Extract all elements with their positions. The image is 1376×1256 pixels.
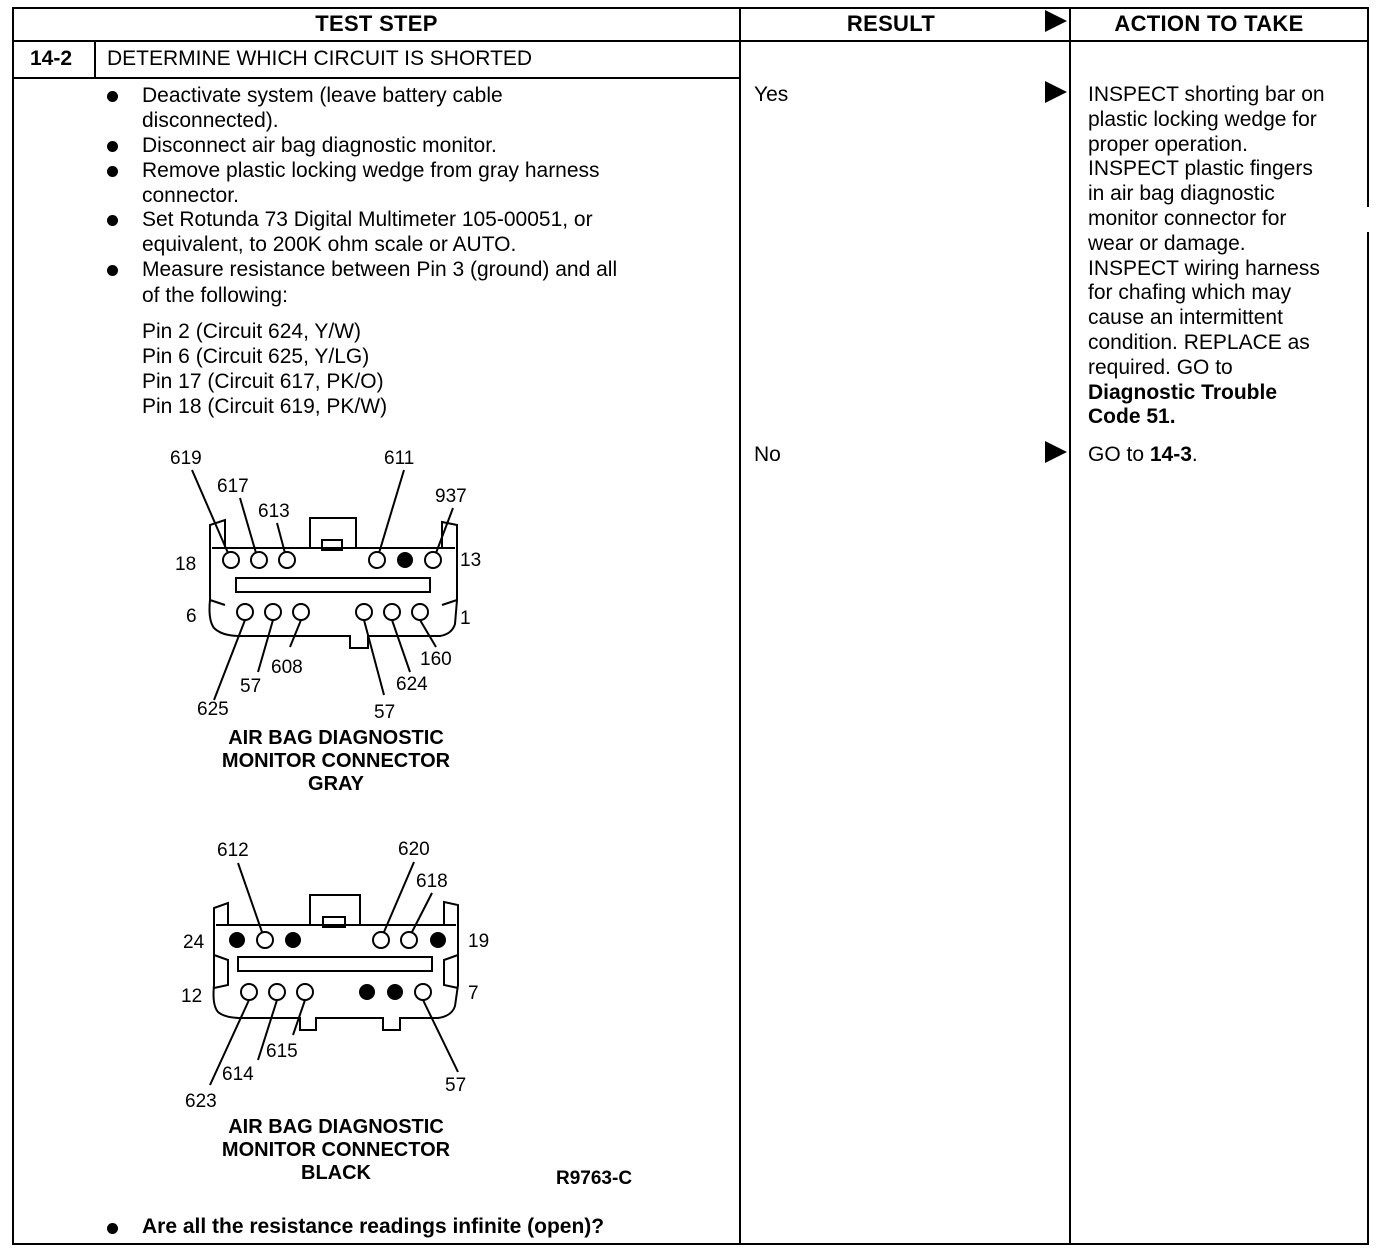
figure-id: R9763-C (556, 1168, 633, 1189)
gray-label-57b: 57 (374, 702, 395, 723)
black-connector-diagram: 612 620 618 24 19 12 7 623 614 615 57 (181, 839, 489, 1112)
gray-label-625: 625 (197, 699, 229, 720)
caption-line: GRAY (308, 773, 364, 795)
black-label-57: 57 (445, 1075, 466, 1096)
action-line: plastic locking wedge for (1088, 107, 1317, 131)
action-line: condition. REPLACE as (1088, 330, 1310, 354)
column-divider-action (1069, 7, 1071, 1245)
action-link-line: Code 51. (1088, 405, 1325, 430)
black-label-pin-7: 7 (468, 983, 479, 1004)
result-yes: Yes (754, 83, 789, 106)
action-line: INSPECT wiring harness (1088, 256, 1320, 280)
action-line: for chafing which may (1088, 281, 1292, 305)
instruction-2: Disconnect air bag diagnostic monitor. (142, 134, 497, 157)
header-arrow-icon (1045, 10, 1067, 32)
table-border-right-lower (1367, 232, 1369, 1245)
caption-line: MONITOR CONNECTOR (221, 750, 451, 772)
step-number: 14-2 (30, 47, 73, 70)
instruction-4-line-1: Set Rotunda 73 Digital Multimeter 105-00… (142, 208, 593, 231)
gray-connector-diagram: 619 617 613 611 937 18 13 6 1 625 57 608… (170, 448, 481, 723)
action-link-period: . (1169, 405, 1176, 429)
bullet-icon (107, 91, 118, 102)
action-no-step: 14-3 (1149, 443, 1192, 466)
black-label-615: 615 (266, 1041, 298, 1062)
caption-line: BLACK (301, 1162, 371, 1184)
pin-item: Pin 18 (Circuit 619, PK/W) (142, 395, 388, 418)
action-no: GO to 14-3. (1088, 443, 1198, 468)
instruction-1-line-1: Deactivate system (leave battery cable (142, 84, 503, 107)
action-line: in air bag diagnostic (1088, 182, 1275, 206)
result-yes-arrow-icon (1045, 81, 1067, 103)
black-label-pin-12: 12 (181, 986, 202, 1007)
gray-label-pin-1: 1 (460, 608, 471, 629)
column-divider-result (739, 7, 741, 1245)
bullet-icon (107, 215, 118, 226)
gray-label-pin-13: 13 (460, 550, 481, 571)
table-border-right (1367, 7, 1369, 207)
black-connector-caption: AIR BAG DIAGNOSTIC MONITOR CONNECTOR BLA… (186, 1116, 486, 1185)
gray-label-pin-6: 6 (186, 606, 197, 627)
step-title-divider (12, 77, 740, 79)
action-line: INSPECT shorting bar on (1088, 83, 1325, 106)
action-line: INSPECT plastic fingers (1088, 157, 1313, 181)
bullet-icon (107, 141, 118, 152)
gray-label-608: 608 (271, 657, 303, 678)
question: Are all the resistance readings infinite… (142, 1215, 605, 1238)
gray-label-613: 613 (258, 501, 290, 522)
pin-item: Pin 17 (Circuit 617, PK/O) (142, 370, 384, 393)
action-line: required. GO to (1088, 355, 1233, 379)
black-label-pin-24: 24 (183, 932, 205, 953)
instruction-5-line-2: of the following: (142, 284, 288, 307)
gray-label-pin-18: 18 (175, 554, 196, 575)
bullet-icon (107, 1223, 118, 1234)
black-label-614: 614 (222, 1064, 254, 1085)
instruction-3-line-1: Remove plastic locking wedge from gray h… (142, 159, 600, 182)
action-link-line: Diagnostic Trouble (1088, 380, 1278, 404)
bullet-icon (107, 166, 118, 177)
pin-item: Pin 2 (Circuit 624, Y/W) (142, 320, 362, 343)
action-link-code: Code 51 (1088, 405, 1170, 429)
step-title: DETERMINE WHICH CIRCUIT IS SHORTED (107, 47, 533, 70)
bullet-icon (107, 265, 118, 276)
instruction-3-line-2: connector. (142, 184, 239, 207)
action-no-suffix: . (1191, 443, 1198, 466)
caption-line: AIR BAG DIAGNOSTIC (228, 727, 444, 749)
instruction-1-line-2: disconnected). (142, 109, 279, 132)
result-no-arrow-icon (1045, 441, 1067, 463)
action-no-prefix: GO to (1088, 443, 1150, 466)
step-number-divider (94, 41, 96, 79)
header-divider (12, 40, 1369, 42)
black-label-612: 612 (217, 840, 249, 861)
gray-label-624: 624 (396, 674, 428, 695)
action-line: cause an intermittent (1088, 306, 1283, 330)
gray-label-937: 937 (435, 486, 467, 507)
table-border-bottom (12, 1243, 1369, 1245)
instruction-4-line-2: equivalent, to 200K ohm scale or AUTO. (142, 233, 517, 256)
action-line: monitor connector for (1088, 206, 1287, 230)
table-border-top (12, 7, 1368, 9)
black-label-618: 618 (416, 871, 448, 892)
caption-line: AIR BAG DIAGNOSTIC (228, 1116, 444, 1138)
caption-line: MONITOR CONNECTOR (221, 1139, 451, 1161)
gray-label-611: 611 (384, 448, 414, 469)
black-label-620: 620 (398, 839, 430, 860)
action-line: wear or damage. (1088, 231, 1246, 255)
gray-label-57a: 57 (240, 676, 261, 697)
gray-label-619: 619 (170, 448, 202, 469)
gray-label-160: 160 (420, 649, 452, 670)
pin-item: Pin 6 (Circuit 625, Y/LG) (142, 345, 370, 368)
header-result: RESULT (846, 11, 936, 36)
result-no: No (754, 443, 781, 466)
gray-label-617: 617 (217, 476, 249, 497)
header-test-step: TEST STEP (315, 11, 438, 36)
action-yes: INSPECT shorting bar on plastic locking … (1088, 83, 1325, 430)
gray-connector-caption: AIR BAG DIAGNOSTIC MONITOR CONNECTOR GRA… (186, 727, 486, 796)
instruction-5-line-1: Measure resistance between Pin 3 (ground… (142, 258, 618, 281)
black-label-pin-19: 19 (468, 931, 489, 952)
black-label-623: 623 (185, 1091, 217, 1112)
table-border-left (12, 7, 14, 1245)
action-line: proper operation. (1088, 132, 1248, 156)
header-action: ACTION TO TAKE (1114, 11, 1304, 36)
